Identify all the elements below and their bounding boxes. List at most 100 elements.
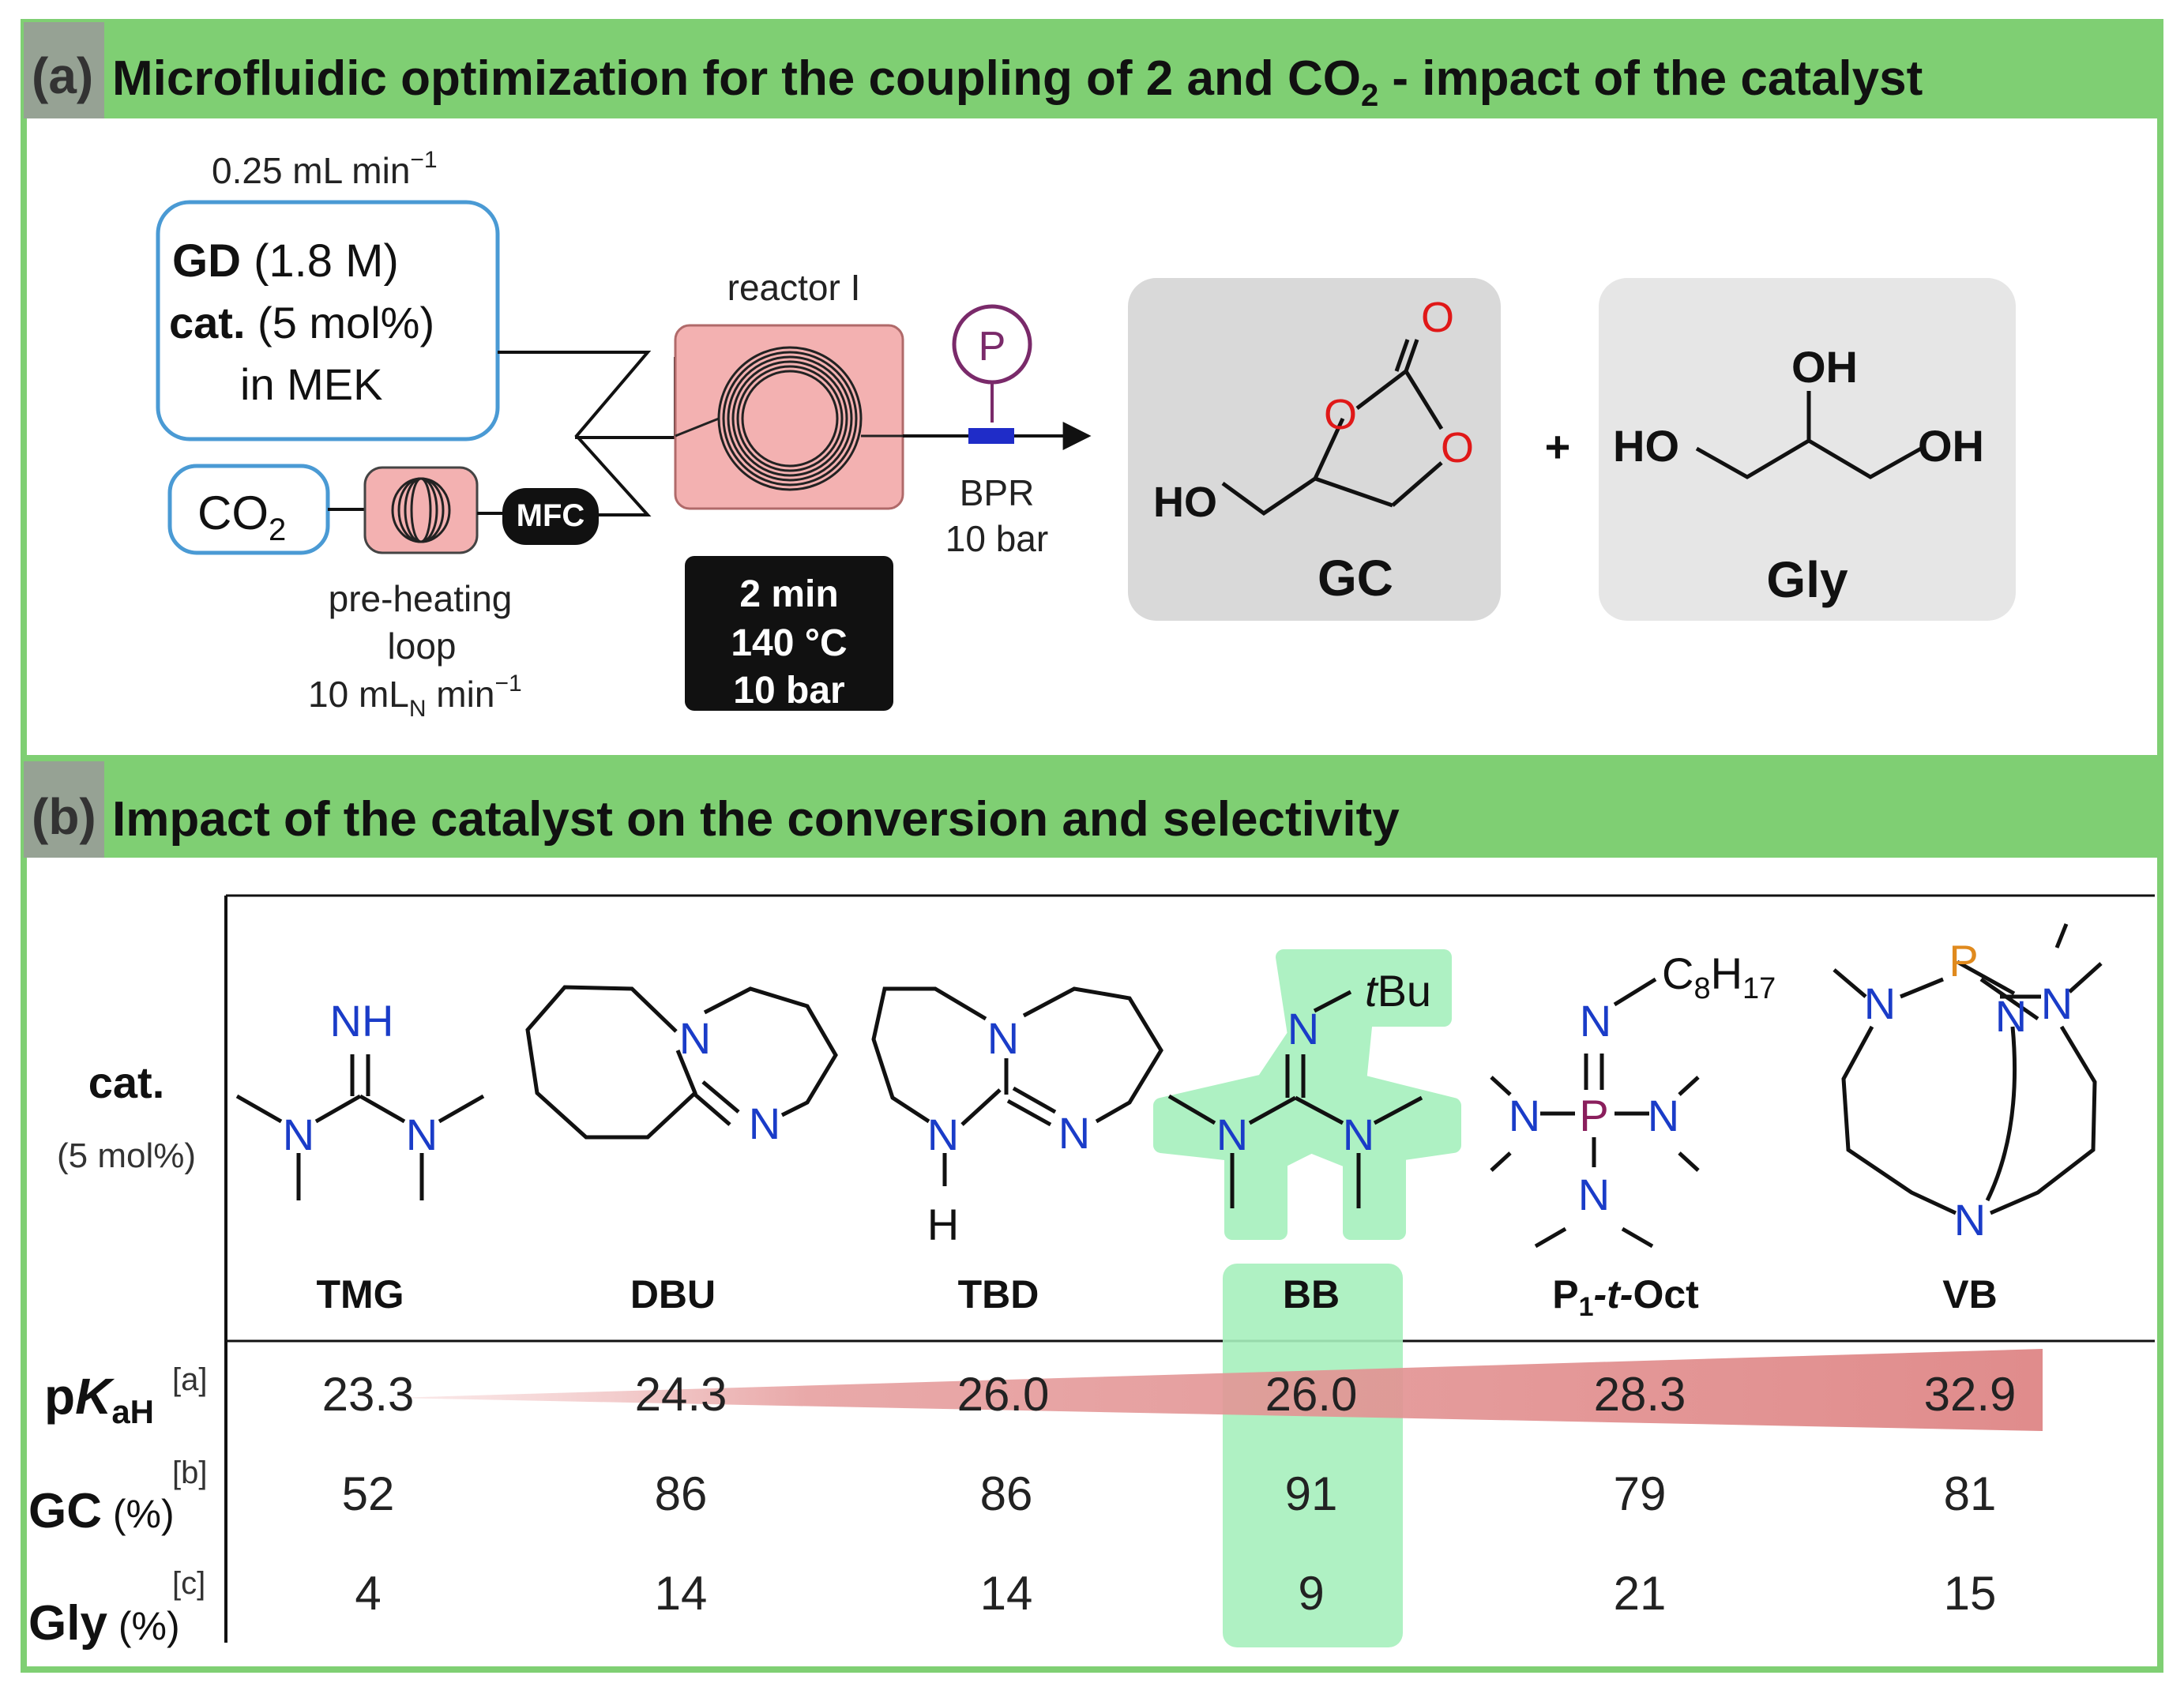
catalyst-name-dbu: DBU (630, 1272, 716, 1317)
feed-line-2: cat. (5 mol%) (169, 298, 434, 347)
liquid-flow-rate: 0.25 mL min−1 (212, 147, 438, 191)
pka-value-tbd: 26.0 (957, 1368, 1050, 1421)
reactor-conditions-box (685, 556, 893, 711)
reactor-coil-icon (675, 346, 903, 491)
panel-b-header-bar (24, 761, 2160, 858)
panel-a-title-end: - impact of the catalyst (1378, 51, 1923, 106)
mfc-label: MFC (517, 498, 585, 533)
tbd-nitrogen-amine: N (927, 1110, 959, 1159)
panel-b-letter: (b) (32, 788, 96, 845)
vb-nitrogen-right: N (2041, 978, 2073, 1028)
gc-row-label: GC (%) (28, 1484, 175, 1538)
p1-t-oct-structure: N P N N N C8H17 (1490, 948, 1776, 1249)
panel-b-title: Impact of the catalyst on the conversion… (112, 792, 1400, 847)
co2-label: CO2 (197, 486, 286, 547)
gc-value-tmg: 52 (342, 1467, 395, 1520)
p1-nitrogen-bottom: N (1578, 1170, 1610, 1219)
feed-line-3: in MEK (240, 359, 383, 409)
condition-pressure: 10 bar (733, 670, 844, 712)
gly-value-vb: 15 (1944, 1567, 1997, 1620)
tmg-nitrogen-left: N (283, 1110, 314, 1159)
gly-hydroxyl-right: OH (1918, 421, 1984, 471)
gc-structure (1221, 339, 1444, 516)
gc-carbonyl-oxygen: O (1421, 294, 1454, 341)
dbu-structure: N N (525, 985, 838, 1148)
pka-value-tmg: 23.3 (322, 1368, 415, 1421)
gly-product-box (1599, 278, 2016, 621)
feed-line-1: GD (1.8 M) (172, 235, 399, 287)
bb-nitrogen-left: N (1216, 1110, 1248, 1159)
tmg-nitrogen-right: N (406, 1110, 438, 1159)
cat-row-header: cat. (88, 1057, 165, 1107)
condition-temperature: 140 °C (731, 622, 847, 664)
preheat-coil-icon (391, 477, 451, 543)
tbd-structure: N N N H (871, 986, 1163, 1249)
panel-a-letter-box (24, 22, 104, 118)
dbu-nitrogen-bridge: N (679, 1013, 711, 1063)
panel-a-title: Microfluidic optimization for the coupli… (112, 51, 1923, 113)
bb-nitrogen-imine: N (1287, 1004, 1319, 1054)
gly-row-label: Gly (%) (28, 1596, 180, 1651)
gc-ring-oxygen-1: O (1324, 391, 1357, 438)
gly-value-dbu: 14 (655, 1567, 708, 1620)
bb-structure: N N N tBu (1153, 949, 1461, 1240)
gc-value-tbd: 86 (980, 1467, 1033, 1520)
tmg-imine: NH (330, 996, 394, 1046)
gc-name: GC (1318, 550, 1393, 607)
vb-structure: N P N N N (1833, 923, 2103, 1245)
preheat-loop-box (363, 466, 479, 554)
bpr-label: BPR (960, 472, 1035, 513)
plus-sign: + (1545, 422, 1571, 471)
vb-nitrogen-left: N (1864, 978, 1896, 1028)
p1-nitrogen-right: N (1648, 1091, 1679, 1140)
pka-value-bb: 26.0 (1265, 1368, 1358, 1421)
catalyst-name-tbd: TBD (958, 1272, 1039, 1317)
tbd-hydrogen: H (927, 1200, 959, 1249)
bb-tert-butyl: tBu (1365, 966, 1431, 1016)
gc-hydroxyl: HO (1153, 479, 1217, 526)
pka-gradient-wedge (393, 1349, 2043, 1431)
gc-value-dbu: 86 (655, 1467, 708, 1520)
tmg-structure: N N NH (235, 996, 485, 1200)
gly-value-bb: 9 (1298, 1567, 1324, 1620)
pressure-gauge-label: P (979, 324, 1006, 370)
vb-nitrogen-center: N (1995, 991, 2027, 1041)
gly-value-p1-t-oct: 21 (1614, 1567, 1667, 1620)
feed-syringe-box (156, 200, 500, 441)
bb-column-highlight (1223, 1264, 1403, 1647)
pka-footnote: [a] (172, 1362, 207, 1397)
gly-hydroxyl-top: OH (1791, 342, 1858, 392)
catalyst-name-bb: BB (1283, 1272, 1340, 1317)
bpr-pressure: 10 bar (945, 518, 1048, 559)
gly-name: Gly (1766, 551, 1848, 608)
catalyst-name-vb: VB (1942, 1272, 1997, 1317)
p1-octyl-chain: C8H17 (1662, 948, 1776, 1005)
panel-b-border (21, 758, 2163, 1673)
dbu-nitrogen-imine: N (749, 1099, 780, 1148)
gly-value-tbd: 14 (980, 1567, 1033, 1620)
catalyst-name-p1-t-oct: P1-t-Oct (1552, 1272, 1699, 1322)
gly-hydroxyl-left: HO (1613, 421, 1679, 471)
panel-a-letter: (a) (32, 47, 93, 104)
bpr-valve (968, 428, 1014, 444)
panel-a: (a) Microfluidic optimization for the co… (21, 19, 2163, 761)
tbd-nitrogen-imine: N (1058, 1108, 1090, 1158)
p1-nitrogen-imine: N (1580, 996, 1611, 1046)
gas-flow-rate: 10 mLN min−1 (308, 670, 522, 722)
catalyst-name-tmg: TMG (316, 1272, 404, 1317)
pka-value-p1-t-oct: 28.3 (1594, 1368, 1686, 1421)
gc-value-vb: 81 (1944, 1467, 1997, 1520)
p1-phosphorus: P (1579, 1091, 1608, 1140)
panel-b: (b) Impact of the catalyst on the conver… (21, 758, 2163, 1673)
preheat-line-1: pre-heating (329, 578, 513, 619)
mfc-box (502, 488, 599, 545)
pka-row-label: pKaH (44, 1368, 154, 1430)
gc-footnote: [b] (172, 1455, 207, 1490)
vb-nitrogen-bottom: N (1954, 1195, 1986, 1245)
gc-value-p1-t-oct: 79 (1614, 1467, 1667, 1520)
gly-structure (1695, 391, 1923, 479)
gly-value-tmg: 4 (355, 1567, 381, 1620)
reactor-label: reactor I (727, 267, 861, 308)
panel-a-title-main: Microfluidic optimization for the coupli… (112, 51, 1361, 106)
